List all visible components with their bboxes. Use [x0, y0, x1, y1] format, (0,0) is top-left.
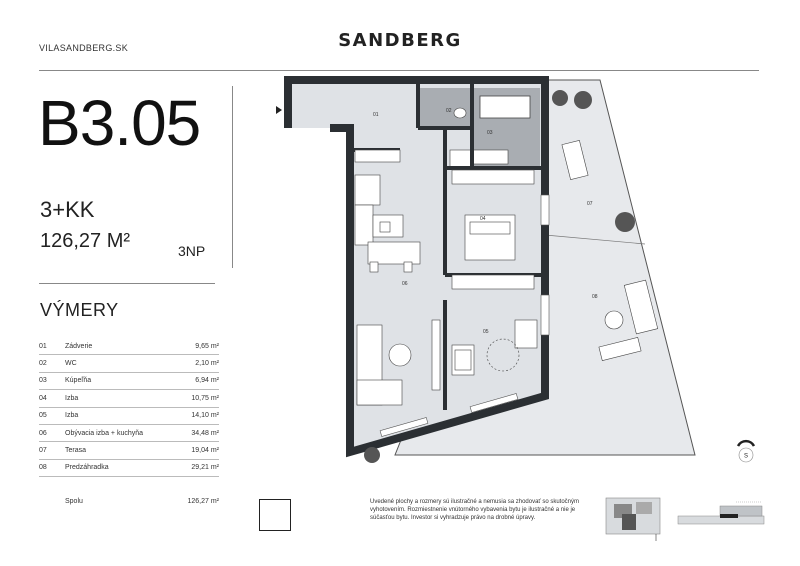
area-row-value: 29,21 m² [191, 464, 219, 472]
label-room-08: 08 [592, 294, 598, 300]
website-label[interactable]: VILASANDBERG.SK [39, 43, 129, 53]
area-row-divider [39, 423, 219, 425]
total-spacer [39, 477, 219, 493]
sink [471, 149, 509, 165]
terrace-furniture [561, 139, 659, 361]
area-row-divider [39, 389, 219, 391]
terrace-divider [544, 234, 646, 245]
area-row-value: 9,65 m² [195, 342, 219, 350]
unit-code: B3.05 [38, 87, 201, 159]
area-row-divider [39, 441, 219, 443]
building-section [677, 501, 765, 525]
label-room-05: 05 [483, 329, 489, 335]
area-row-value: 34,48 m² [191, 429, 219, 437]
area-row-number: 08 [39, 464, 47, 472]
qr-code[interactable] [259, 499, 291, 531]
area-row-number: 03 [39, 377, 47, 385]
area-row-name: Obývacia izba + kuchyňa [65, 429, 144, 437]
area-row-value: 14,10 m² [191, 412, 219, 420]
area-row-name: Zádverie [65, 342, 93, 350]
area-row: 06 Obývacia izba + kuchyňa 34,48 m² [39, 425, 219, 441]
area-row-name: Izba [65, 412, 79, 420]
section-divider [39, 283, 215, 284]
label-room-03: 03 [487, 130, 493, 136]
wc-floor [418, 88, 472, 128]
area-row: 02 WC 2,10 m² [39, 355, 219, 371]
area-row-value: 19,04 m² [191, 447, 219, 455]
building-key-plan [605, 497, 661, 541]
area-row: 04 Izba 10,75 m² [39, 390, 219, 406]
area-row-value: 6,94 m² [195, 377, 219, 385]
area-total-label: Spolu [65, 498, 83, 506]
area-row-divider [39, 406, 219, 408]
area-row-divider [39, 371, 219, 373]
area-row: 05 Izba 14,10 m² [39, 408, 219, 424]
unit-layout: 3+KK [40, 197, 95, 222]
area-row-number: 05 [39, 412, 47, 420]
shower [449, 149, 473, 169]
bedroom-05-furniture [451, 319, 538, 376]
label-room-04: 04 [480, 216, 486, 222]
unit-area: 126,27 M² [40, 230, 131, 252]
area-row-name: Kúpeľňa [65, 377, 92, 385]
area-row-name: Izba [65, 394, 79, 402]
area-row-number: 02 [39, 360, 47, 368]
bedroom-04-furniture [464, 214, 516, 261]
vertical-divider [232, 86, 233, 268]
compass-label: S [744, 454, 748, 460]
windows [379, 194, 550, 437]
area-row: 08 Predzáhradka 29,21 m² [39, 460, 219, 476]
plants [364, 90, 635, 463]
area-row-name: WC [65, 360, 77, 368]
area-total-value: 126,27 m² [187, 498, 219, 506]
areas-title: VÝMERY [40, 300, 119, 320]
disclaimer-text: Uvedené plochy a rozmery sú ilustračné a… [370, 499, 580, 521]
exterior-wall [284, 76, 549, 458]
unit-floor: 3NP [178, 243, 206, 259]
area-row: 01 Zádverie 9,65 m² [39, 338, 219, 354]
brand-logo: SANDBERG [338, 30, 462, 51]
living-room-furniture [356, 319, 441, 406]
bathtub [479, 95, 531, 119]
area-row: 07 Terasa 19,04 m² [39, 442, 219, 458]
entrance-arrow-icon [276, 106, 282, 114]
area-row-divider [39, 354, 219, 356]
area-row-number: 04 [39, 394, 47, 402]
areas-table: 01 Zádverie 9,65 m² 02 WC 2,10 m² 03 Kúpeľňa 6,9… [39, 338, 219, 510]
area-row-value: 2,10 m² [195, 360, 219, 368]
toilet [453, 107, 467, 119]
area-row-divider [39, 458, 219, 460]
label-room-02: 02 [446, 108, 452, 114]
label-room-01: 01 [373, 112, 379, 118]
label-room-07: 07 [587, 201, 593, 207]
floor-plan: 01 02 03 04 05 06 07 08 [276, 76, 696, 463]
area-row-number: 07 [39, 447, 47, 455]
area-row-number: 06 [39, 429, 47, 437]
area-row-name: Terasa [65, 447, 87, 455]
label-room-06: 06 [402, 281, 408, 287]
wardrobes [354, 149, 535, 290]
area-row-name: Predzáhradka [65, 464, 109, 472]
area-row-divider [39, 476, 219, 478]
area-row-value: 10,75 m² [191, 394, 219, 402]
area-row-number: 01 [39, 342, 47, 350]
header-divider [39, 70, 759, 71]
kitchen [354, 204, 421, 273]
area-row: 03 Kúpeľňa 6,94 m² [39, 373, 219, 389]
area-total-row: Spolu 126,27 m² [39, 494, 219, 510]
compass-icon: S [736, 439, 756, 463]
